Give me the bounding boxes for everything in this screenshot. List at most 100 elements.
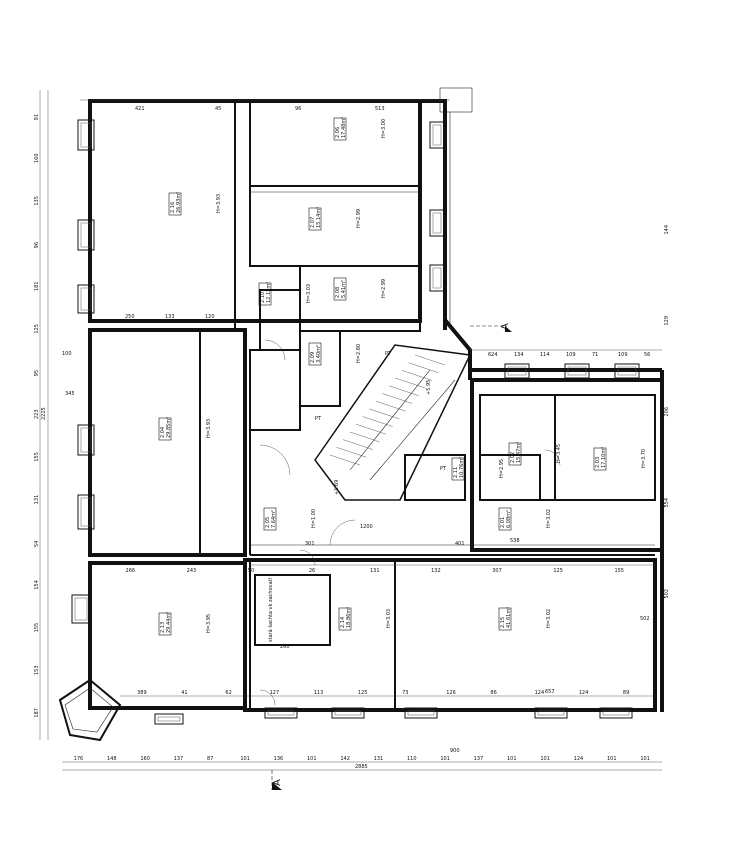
svg-text:3.40m²: 3.40m² bbox=[316, 345, 322, 363]
bottom-dim: 176 bbox=[74, 756, 84, 762]
svg-text:2.01: 2.01 bbox=[500, 517, 506, 528]
inner-dim: 125 bbox=[553, 568, 563, 574]
section-mark-bottom: A bbox=[272, 779, 283, 786]
right-side-dim: 206 bbox=[664, 407, 670, 417]
svg-text:H=2.99: H=2.99 bbox=[356, 209, 362, 228]
left-dim: 187 bbox=[34, 708, 40, 718]
svg-text:2.08: 2.08 bbox=[335, 287, 341, 298]
inner-dim: 41 bbox=[181, 690, 187, 696]
inner-dim: 124 bbox=[535, 690, 545, 696]
right-side-dim: 502 bbox=[664, 589, 670, 599]
window bbox=[429, 121, 445, 149]
svg-text:29.44m²: 29.44m² bbox=[166, 612, 172, 633]
section-mark-right: A bbox=[500, 323, 511, 330]
window bbox=[429, 264, 445, 292]
window bbox=[534, 707, 568, 719]
svg-text:H=2.80: H=2.80 bbox=[356, 344, 362, 363]
window bbox=[599, 707, 633, 719]
svg-text:H=2.95: H=2.95 bbox=[499, 459, 505, 478]
window bbox=[77, 494, 95, 530]
misc-label: 100 bbox=[62, 351, 72, 357]
svg-text:12.12m²: 12.12m² bbox=[266, 282, 272, 303]
right-dim: 134 bbox=[514, 352, 524, 358]
svg-text:7.64m²: 7.64m² bbox=[271, 510, 277, 528]
svg-text:2.05: 2.05 bbox=[265, 517, 271, 528]
inner-dim: 126 bbox=[446, 690, 456, 696]
svg-text:H=3.03: H=3.03 bbox=[386, 609, 392, 628]
svg-text:H=3.95: H=3.95 bbox=[206, 614, 212, 633]
left-dim: 181 bbox=[34, 281, 40, 291]
svg-text:H=3.70: H=3.70 bbox=[641, 449, 647, 468]
inner-dim: 307 bbox=[492, 568, 502, 574]
svg-text:15.14m²: 15.14m² bbox=[316, 207, 322, 228]
misc-label: 657 bbox=[545, 689, 555, 695]
bottom-dim: 101 bbox=[507, 756, 517, 762]
right-dim: 114 bbox=[540, 352, 550, 358]
right-dim: 109 bbox=[618, 352, 628, 358]
left-dim: 223 bbox=[34, 409, 40, 419]
inner-dim: 62 bbox=[225, 690, 231, 696]
window bbox=[71, 594, 91, 624]
misc-label: 900 bbox=[450, 748, 460, 754]
misc-label: 502 bbox=[640, 616, 650, 622]
inner-dim: 127 bbox=[270, 690, 280, 696]
misc-label: 538 bbox=[510, 538, 520, 544]
bottom-dim: 110 bbox=[407, 756, 417, 762]
stair-level-lower: +1.69 bbox=[334, 480, 340, 495]
inner-dim: 89 bbox=[623, 690, 629, 696]
left-dim: 155 bbox=[34, 452, 40, 462]
top-dim: 513 bbox=[375, 106, 385, 112]
bottom-dim: 131 bbox=[374, 756, 384, 762]
stair-level-upper: +5.95 bbox=[426, 380, 432, 395]
staircase bbox=[314, 344, 472, 501]
svg-text:15.47m²: 15.47m² bbox=[516, 442, 522, 463]
svg-text:H=3.45: H=3.45 bbox=[556, 444, 562, 463]
bottom-dim: 136 bbox=[274, 756, 284, 762]
svg-text:H=3.93: H=3.93 bbox=[216, 194, 222, 213]
bottom-total-dim: 2885 bbox=[355, 764, 368, 770]
left-dim: 96 bbox=[34, 242, 40, 248]
bottom-dim: 142 bbox=[340, 756, 350, 762]
svg-text:17.10m²: 17.10m² bbox=[601, 447, 607, 468]
svg-text:2.13: 2.13 bbox=[160, 622, 166, 633]
svg-text:2.09: 2.09 bbox=[310, 352, 316, 363]
bottom-dim: 101 bbox=[240, 756, 250, 762]
svg-text:29.85m²: 29.85m² bbox=[166, 417, 172, 438]
svg-text:H=1.00: H=1.00 bbox=[311, 509, 317, 528]
svg-text:H=2.99: H=2.99 bbox=[381, 279, 387, 298]
window bbox=[331, 707, 365, 719]
svg-text:2.11: 2.11 bbox=[453, 467, 459, 478]
svg-text:2.16: 2.16 bbox=[170, 202, 176, 213]
svg-text:6.08m²: 6.08m² bbox=[506, 510, 512, 528]
misc-label: PT bbox=[440, 466, 447, 472]
svg-text:2.15: 2.15 bbox=[500, 617, 506, 628]
inner-walls bbox=[199, 100, 656, 711]
inner-dim: 250 bbox=[125, 314, 135, 320]
window bbox=[504, 363, 530, 379]
window bbox=[77, 119, 95, 151]
left-dim: 154 bbox=[34, 580, 40, 590]
bottom-dim: 101 bbox=[640, 756, 650, 762]
misc-label: 401 bbox=[455, 541, 465, 547]
inner-dim: 125 bbox=[358, 690, 368, 696]
inner-dim: 131 bbox=[370, 568, 380, 574]
outer-walls bbox=[88, 87, 664, 712]
right-dim: 56 bbox=[644, 352, 650, 358]
misc-label: 345 bbox=[65, 391, 75, 397]
svg-text:2.07: 2.07 bbox=[310, 217, 316, 228]
inner-dim: 124 bbox=[579, 690, 589, 696]
misc-label: 1200 bbox=[360, 524, 373, 530]
inner-dim: 132 bbox=[431, 568, 441, 574]
window bbox=[77, 219, 95, 251]
